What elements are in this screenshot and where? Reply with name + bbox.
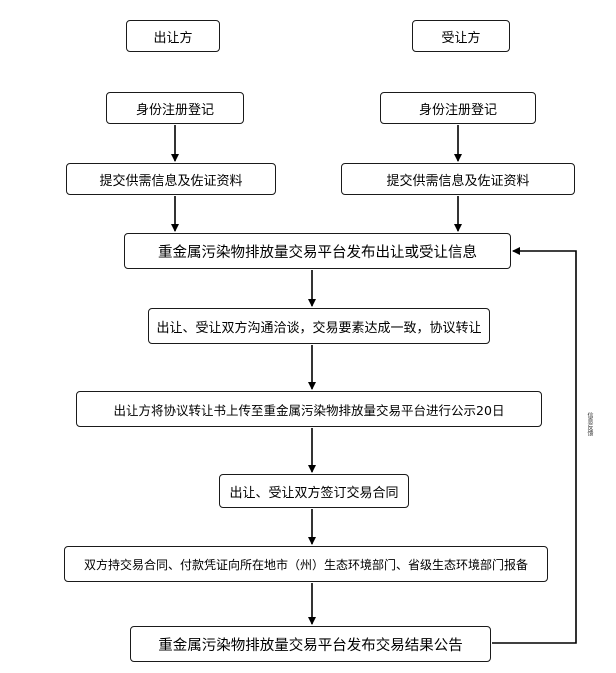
sign-contract-label: 出让、受让双方签订交易合同 <box>229 485 399 501</box>
upload-publicize-box: 出让方将协议转让书上传至重金属污染物排放量交易平台进行公示20日 <box>76 391 542 427</box>
buyer-role-box: 受让方 <box>412 20 510 52</box>
feedback-label: 信息反馈 <box>586 412 593 436</box>
publish-info-label: 重金属污染物排放量交易平台发布出让或受让信息 <box>158 244 477 261</box>
buyer-submit-box: 提交供需信息及佐证资料 <box>341 163 575 195</box>
publish-info-box: 重金属污染物排放量交易平台发布出让或受让信息 <box>124 233 511 269</box>
seller-register-label: 身份注册登记 <box>135 102 214 118</box>
buyer-register-label: 身份注册登记 <box>418 102 497 118</box>
file-report-label: 双方持交易合同、付款凭证向所在地市（州）生态环境部门、省级生态环境部门报备 <box>83 557 528 572</box>
upload-publicize-label: 出让方将协议转让书上传至重金属污染物排放量交易平台进行公示20日 <box>113 402 505 418</box>
seller-role-label: 出让方 <box>153 30 193 46</box>
buyer-role-label: 受让方 <box>441 30 481 46</box>
buyer-register-box: 身份注册登记 <box>380 92 536 124</box>
buyer-submit-label: 提交供需信息及佐证资料 <box>386 173 530 189</box>
negotiate-label: 出让、受让双方沟通洽谈，交易要素达成一致，协议转让 <box>156 320 482 336</box>
seller-register-box: 身份注册登记 <box>106 92 244 124</box>
publish-result-box: 重金属污染物排放量交易平台发布交易结果公告 <box>130 626 491 662</box>
sign-contract-box: 出让、受让双方签订交易合同 <box>219 474 409 508</box>
seller-submit-label: 提交供需信息及佐证资料 <box>99 173 243 189</box>
negotiate-box: 出让、受让双方沟通洽谈，交易要素达成一致，协议转让 <box>148 308 490 344</box>
file-report-box: 双方持交易合同、付款凭证向所在地市（州）生态环境部门、省级生态环境部门报备 <box>64 546 548 582</box>
seller-role-box: 出让方 <box>126 20 220 52</box>
feedback-loop-arrow <box>492 247 577 644</box>
seller-submit-box: 提交供需信息及佐证资料 <box>66 163 276 195</box>
publish-result-label: 重金属污染物排放量交易平台发布交易结果公告 <box>158 637 463 654</box>
